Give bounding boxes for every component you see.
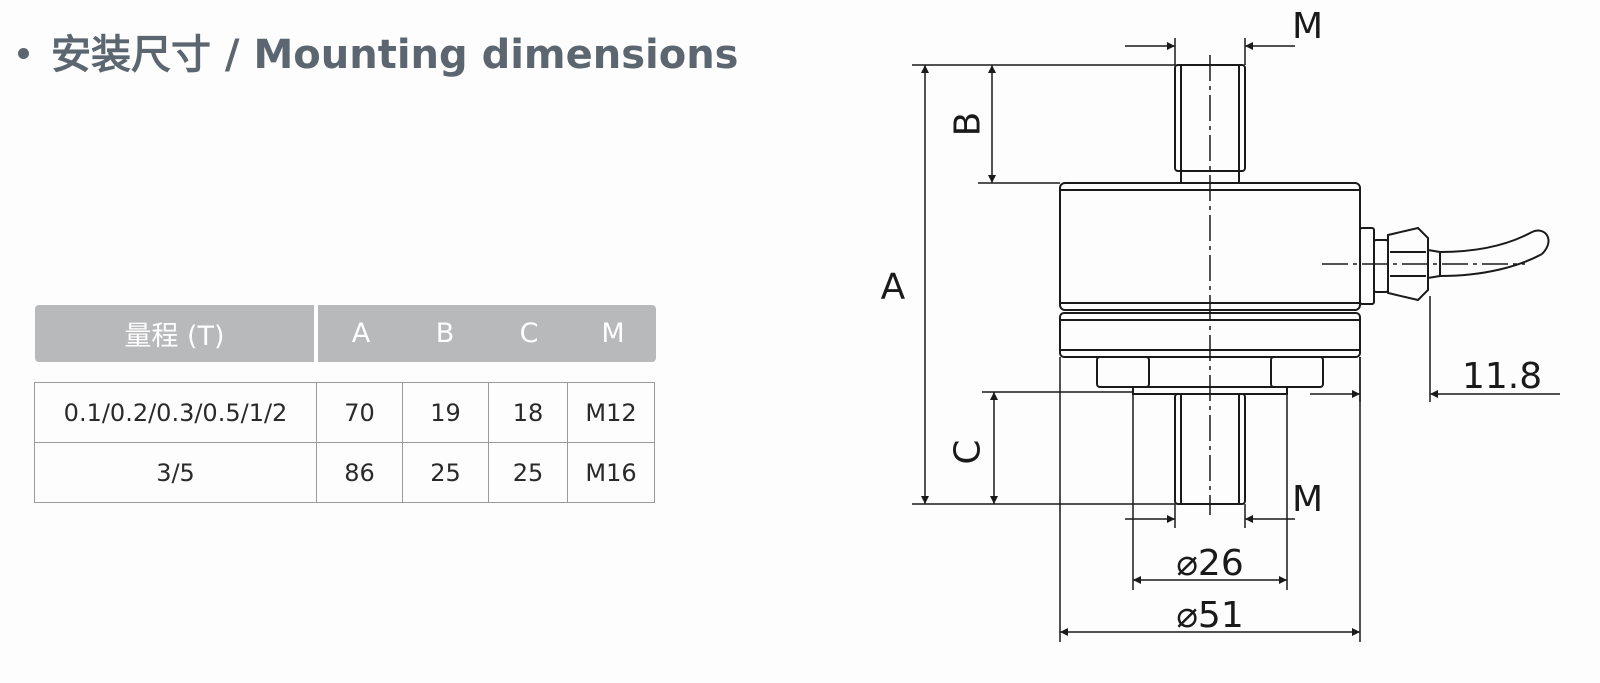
label-a: A (881, 267, 906, 308)
spec-table-header: 量程 (T) A B C M (35, 305, 656, 362)
label-c: C (948, 439, 989, 464)
label-m-top: M (1292, 6, 1323, 47)
bullet-icon (18, 47, 29, 59)
label-dia-26: ⌀26 (1176, 543, 1243, 584)
header-dimensions: A B C M (318, 305, 656, 362)
section-title: 安装尺寸 / Mounting dimensions (51, 32, 739, 78)
gland-nut (1387, 226, 1429, 302)
cable (1439, 231, 1533, 253)
table-row: 0.1/0.2/0.3/0.5/1/2 70 19 18 M12 (34, 382, 655, 443)
label-offset: 11.8 (1462, 356, 1542, 397)
header-m: M (601, 318, 625, 349)
label-m-bottom: M (1292, 479, 1323, 520)
cell-b: 25 (402, 442, 489, 503)
cell-range: 3/5 (34, 442, 317, 503)
cell-range: 0.1/0.2/0.3/0.5/1/2 (34, 382, 317, 443)
table-row: 3/5 86 25 25 M16 (34, 442, 655, 503)
cell-a: 70 (316, 382, 403, 443)
gland-washer (1359, 227, 1375, 305)
cell-b: 19 (402, 382, 489, 443)
cell-a: 86 (316, 442, 403, 503)
centerlines (1209, 55, 1525, 515)
dimension-lines (921, 42, 1560, 636)
label-b: B (948, 112, 989, 137)
right-foot (1270, 356, 1324, 388)
label-dia-51: ⌀51 (1176, 595, 1243, 636)
section-heading: 安装尺寸 / Mounting dimensions (18, 22, 738, 80)
cell-m: M16 (567, 442, 655, 503)
spec-table: 0.1/0.2/0.3/0.5/1/2 70 19 18 M12 3/5 86 … (34, 382, 655, 503)
cell-c: 18 (488, 382, 568, 443)
header-range-label: 量程 (T) (124, 321, 225, 352)
header-b: B (435, 318, 455, 349)
header-a: A (351, 318, 371, 349)
cell-c: 25 (488, 442, 568, 503)
left-foot (1096, 356, 1150, 388)
extension-lines (912, 38, 1431, 642)
header-c: C (519, 318, 539, 349)
header-range: 量程 (T) (35, 305, 314, 362)
cell-m: M12 (567, 382, 655, 443)
